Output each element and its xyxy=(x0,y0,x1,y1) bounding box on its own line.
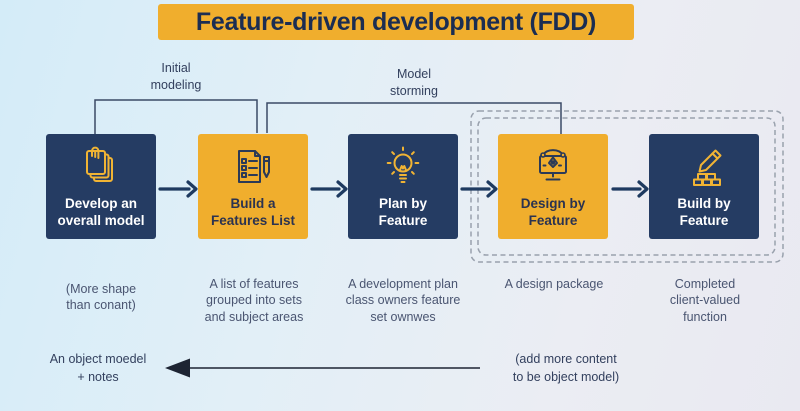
object-model-note: An object moedel + notes xyxy=(49,352,147,384)
flow-arrow-2 xyxy=(310,180,348,198)
stacked-notes-icon xyxy=(86,146,113,182)
model-storming-bracket xyxy=(266,102,562,134)
step-caption: A development plan class owners feature … xyxy=(345,277,461,324)
iteration-dashed-outline-outer xyxy=(470,110,784,263)
model-storming-label: Model storming xyxy=(390,67,438,98)
step-caption: A design package xyxy=(504,277,604,291)
step-box-develop-overall-model: Develop an overall model xyxy=(46,134,156,239)
step-label: Design by Feature xyxy=(520,196,586,229)
flow-arrow-4 xyxy=(611,180,649,198)
step-label: Develop an overall model xyxy=(57,196,145,229)
title-banner: Feature-driven development (FDD) xyxy=(158,4,634,40)
step-caption: A list of features grouped into sets and… xyxy=(204,277,304,324)
feedback-arrow xyxy=(165,358,480,378)
step-label: Plan by Feature xyxy=(378,196,428,229)
pencil-bricks-icon xyxy=(693,149,722,186)
step-caption: (More shape than conant) xyxy=(65,282,137,313)
checklist-document-icon xyxy=(238,150,270,183)
initial-modeling-label: Initial modeling xyxy=(150,61,202,92)
step-box-build-features-list: Build a Features List xyxy=(198,134,308,239)
step-box-design-by-feature: Design by Feature xyxy=(498,134,608,239)
design-monitor-icon xyxy=(539,149,567,181)
initial-modeling-bracket xyxy=(94,99,258,134)
step-label: Build a Features List xyxy=(210,196,296,229)
page-title: Feature-driven development (FDD) xyxy=(195,7,597,36)
add-content-note: (add more content to be object model) xyxy=(512,352,620,384)
lightbulb-icon xyxy=(386,146,420,183)
step-caption: Completed client-valued function xyxy=(669,277,741,324)
iteration-dashed-outline-inner xyxy=(477,117,776,256)
step-box-plan-by-feature: Plan by Feature xyxy=(348,134,458,239)
step-box-build-by-feature: Build by Feature xyxy=(649,134,759,239)
flow-arrow-1 xyxy=(158,180,198,198)
step-label: Build by Feature xyxy=(677,196,731,229)
flow-arrow-3 xyxy=(460,180,498,198)
